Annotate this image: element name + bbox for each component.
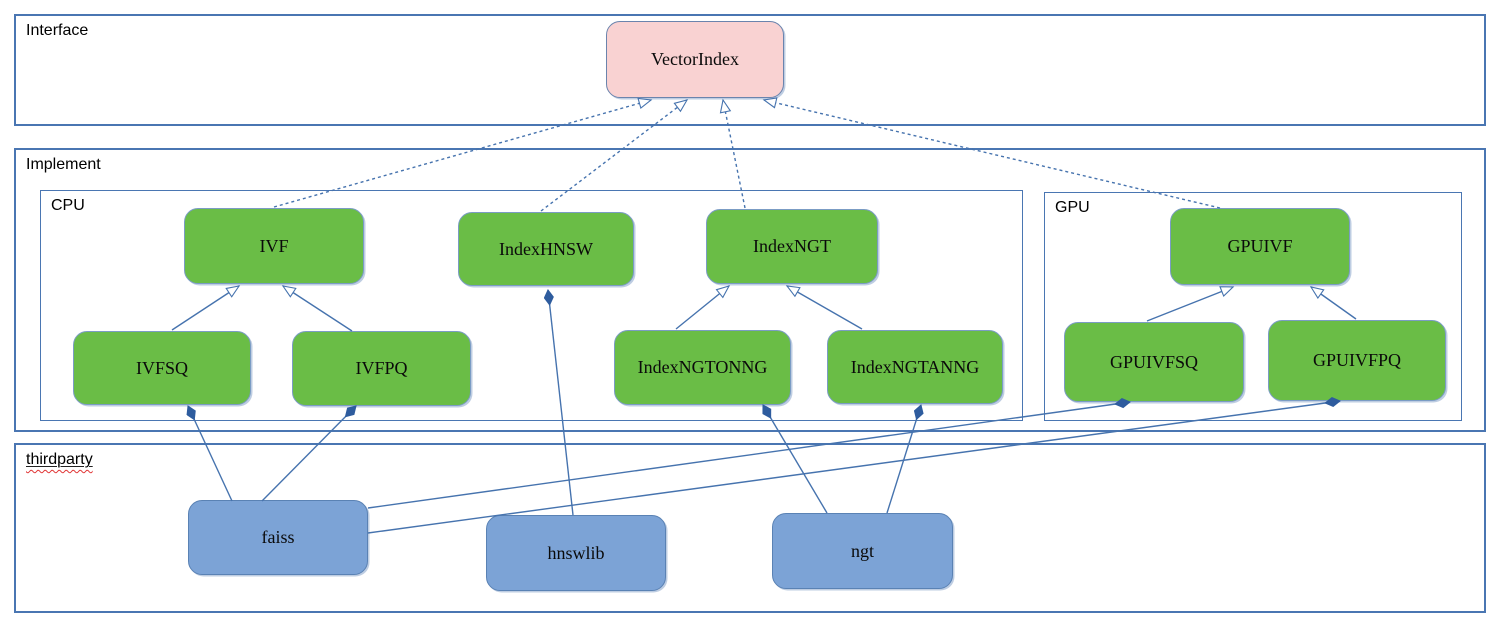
section-label-implement: Implement (26, 156, 101, 173)
node-label: IVFSQ (135, 357, 188, 378)
section-label-thirdparty: thirdparty (26, 451, 93, 468)
node-label: VectorIndex (651, 49, 739, 69)
node-indexngtonng[interactable]: IndexNGTONNG (614, 330, 791, 405)
node-gpuivfsq[interactable]: GPUIVFSQ (1064, 322, 1244, 402)
node-label: GPUIVFPQ (1312, 350, 1402, 370)
node-faiss[interactable]: faiss (188, 500, 368, 575)
node-ngt[interactable]: ngt (772, 513, 953, 589)
node-ivfsq[interactable]: IVFSQ (73, 331, 251, 405)
section-label-cpu: CPU (51, 197, 85, 214)
node-label: GPUIVFSQ (1109, 351, 1199, 372)
node-label: IndexNGTANNG (850, 356, 980, 377)
node-label: faiss (261, 527, 295, 547)
node-ivf[interactable]: IVF (184, 208, 364, 284)
section-label-gpu: GPU (1055, 199, 1090, 216)
node-label: hnswlib (547, 542, 605, 563)
node-gpuivf[interactable]: GPUIVF (1170, 208, 1350, 285)
node-label: IndexNGTONNG (637, 357, 768, 377)
node-indexhnsw[interactable]: IndexHNSW (458, 212, 634, 286)
node-indexngtanng[interactable]: IndexNGTANNG (827, 330, 1003, 404)
node-ivfpq[interactable]: IVFPQ (292, 331, 471, 406)
section-label-interface: Interface (26, 22, 89, 39)
node-label: ngt (850, 540, 874, 561)
node-label: IndexHNSW (499, 238, 593, 259)
node-gpuivfpq[interactable]: GPUIVFPQ (1268, 320, 1446, 401)
node-label: IVFPQ (355, 358, 408, 378)
node-label: IndexNGT (753, 236, 831, 256)
node-hnswlib[interactable]: hnswlib (486, 515, 666, 591)
node-label: IVF (259, 235, 289, 256)
section-interface[interactable]: Interface (14, 14, 1486, 126)
node-indexngt[interactable]: IndexNGT (706, 209, 878, 284)
node-vectorindex[interactable]: VectorIndex (606, 21, 784, 98)
node-label: GPUIVF (1227, 236, 1293, 256)
